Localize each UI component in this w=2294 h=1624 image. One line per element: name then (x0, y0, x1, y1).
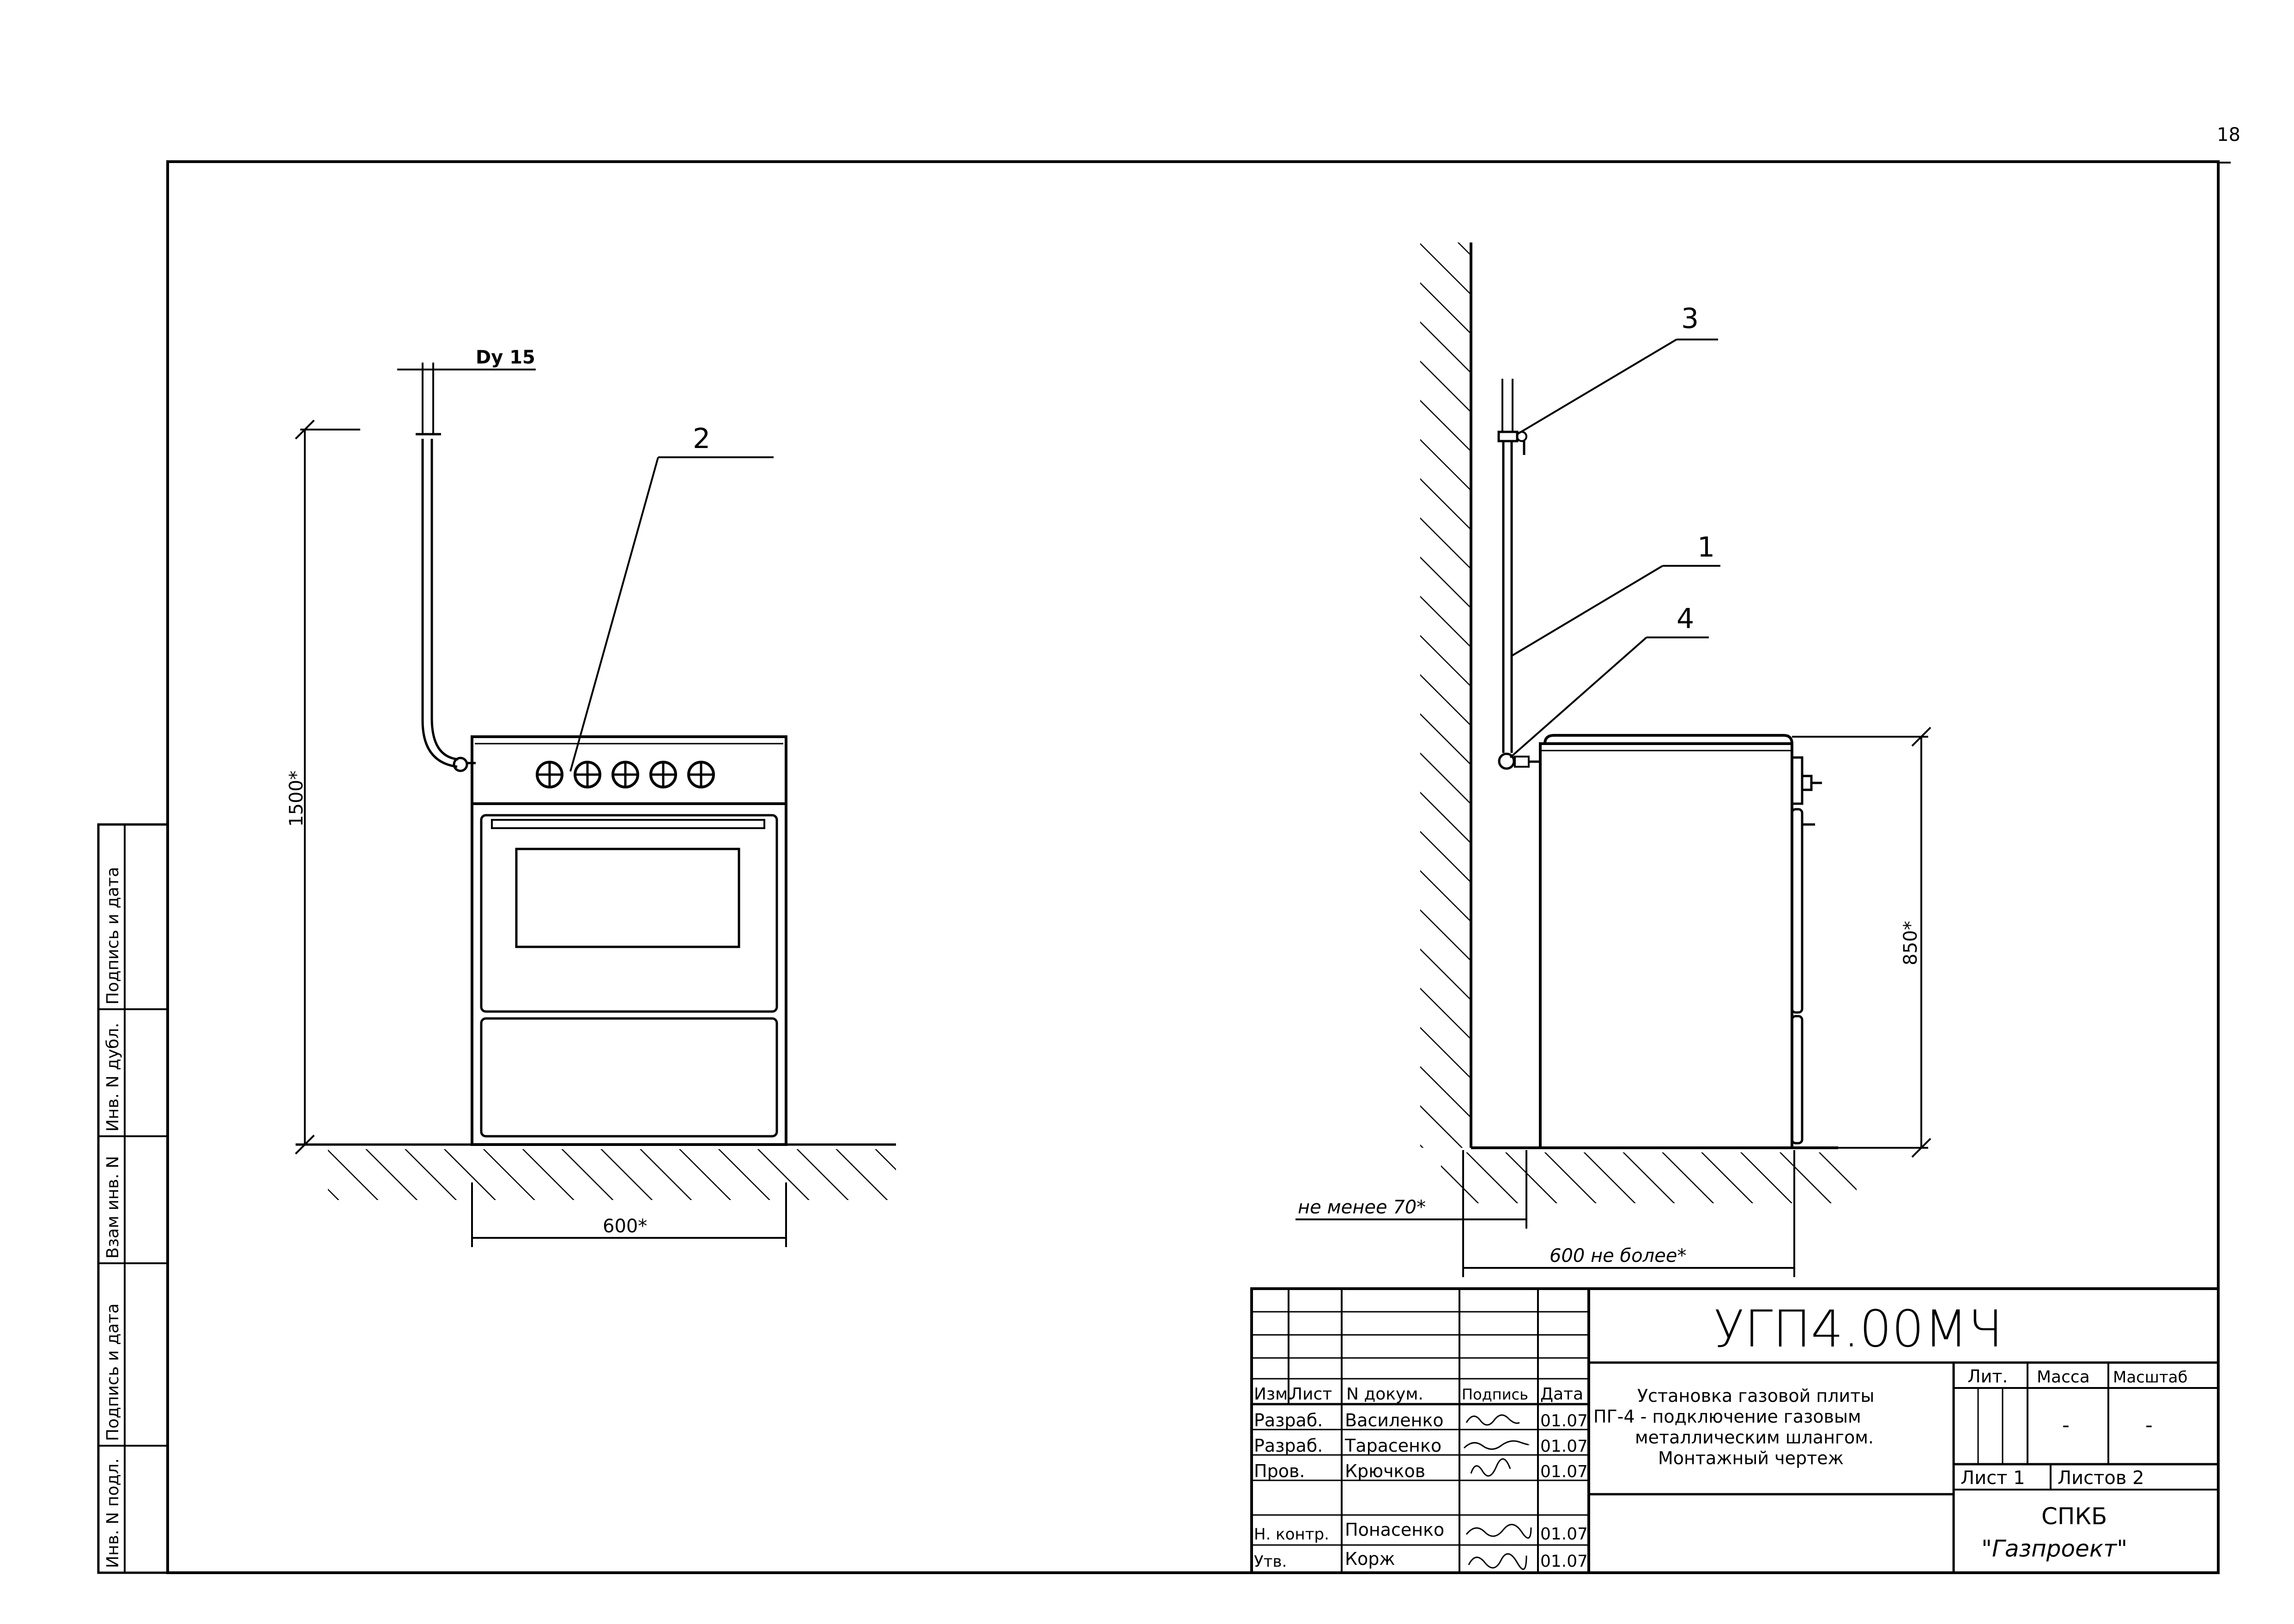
wall-hatch (1420, 242, 1471, 1148)
callout-2: 2 (693, 423, 710, 455)
height-dimension-label: 1500* (286, 770, 307, 827)
width-dimension-label: 600* (603, 1216, 647, 1237)
title-line-4: Монтажный чертеж (1658, 1448, 1844, 1468)
gas-stove-front (471, 735, 787, 1146)
org-name-line-1: СПКБ (2041, 1503, 2107, 1530)
gas-valve-icon (1497, 430, 1519, 442)
row-name-1: Василенко (1345, 1410, 1444, 1430)
control-knob-icon (536, 761, 715, 788)
strip-label-sign-date-2: Подпись и дата (103, 867, 122, 1005)
callout-1: 1 (1697, 531, 1715, 564)
header-date: Дата (1540, 1385, 1583, 1404)
document-code: УГП4.00МЧ (1713, 1299, 2003, 1358)
header-sign: Подпись (1462, 1386, 1528, 1403)
callout-3: 3 (1681, 303, 1699, 335)
hose-connector-icon (453, 757, 468, 772)
side-knob-icon (1801, 775, 1813, 791)
sheet-number: Лист 1 (1961, 1467, 2025, 1489)
oven-window (515, 848, 740, 948)
row-role-3: Пров. (1254, 1461, 1305, 1481)
row-role-5: Утв. (1254, 1552, 1287, 1571)
row-name-5: Корж (1345, 1549, 1395, 1569)
gas-stove-side (1539, 734, 1822, 1149)
mass-value: - (2062, 1413, 2070, 1437)
header-doc: N докум. (1346, 1385, 1423, 1404)
header-list: Лист (1290, 1385, 1332, 1404)
row-role-2: Разраб. (1254, 1436, 1323, 1456)
side-floor-hatch (1441, 1152, 1857, 1203)
row-role-1: Разраб. (1254, 1410, 1323, 1430)
header-izm: Изм. (1254, 1385, 1293, 1404)
strip-label-vzam-inv: Взам инв. N (103, 1156, 122, 1259)
title-line-2: ПГ-4 - подключение газовым (1593, 1406, 1861, 1427)
oven-handle (491, 819, 765, 829)
left-side-strip: Инв. N подл. Подпись и дата Взам инв. N … (97, 823, 169, 1574)
oven-door (480, 814, 778, 1013)
strip-label-inv-dubl: Инв. N дубл. (103, 1023, 122, 1132)
title-line-3: металлическим шлангом. (1635, 1427, 1874, 1448)
scale-value: - (2145, 1413, 2153, 1437)
title-block: Изм. Лист N докум. Подпись Дата Разраб. … (1250, 1287, 2220, 1574)
row-name-4: Понасенко (1345, 1520, 1444, 1540)
side-view: 3 1 4 850* не менее 70* 600 не более* (1295, 242, 1931, 1277)
mass-label: Масса (2037, 1368, 2090, 1387)
row-role-4: Н. контр. (1254, 1525, 1329, 1544)
gas-pipe-front (416, 363, 476, 772)
row-date-3: 01.07 (1540, 1462, 1588, 1481)
storage-drawer (480, 1017, 778, 1138)
front-floor-hatch (328, 1149, 896, 1200)
gap-dimension-label: не менее 70* (1298, 1197, 1426, 1218)
lit-label: Лит. (1967, 1366, 2008, 1387)
title-line-1: Установка газовой плиты (1637, 1386, 1874, 1406)
row-date-5: 01.07 (1540, 1552, 1588, 1571)
callout-4: 4 (1677, 603, 1694, 635)
row-name-2: Тарасенко (1344, 1436, 1441, 1456)
side-height-dimension-label: 850* (1900, 921, 1921, 965)
row-name-3: Крючков (1345, 1461, 1425, 1481)
page-number: 18 (2217, 124, 2240, 145)
depth-dimension-label: 600 не более* (1550, 1245, 1686, 1266)
row-date-4: 01.07 (1540, 1525, 1588, 1544)
pipe-diameter-label: Dy 15 (476, 347, 535, 368)
front-view: Dy 15 1500* 600* 2 (286, 347, 896, 1247)
org-name-line-2: "Газпроект" (1981, 1535, 2127, 1562)
strip-label-sign-date-1: Подпись и дата (103, 1303, 122, 1441)
scale-label: Масштаб (2113, 1368, 2188, 1387)
row-date-2: 01.07 (1540, 1437, 1588, 1456)
signature-scribbles (1463, 1414, 1532, 1570)
row-date-1: 01.07 (1540, 1412, 1588, 1430)
sheet-count: Листов 2 (2058, 1467, 2144, 1489)
drawing-frame (166, 160, 2220, 1574)
strip-label-inv-podl: Инв. N подл. (103, 1458, 122, 1568)
gas-pipe-side (1497, 379, 1540, 770)
